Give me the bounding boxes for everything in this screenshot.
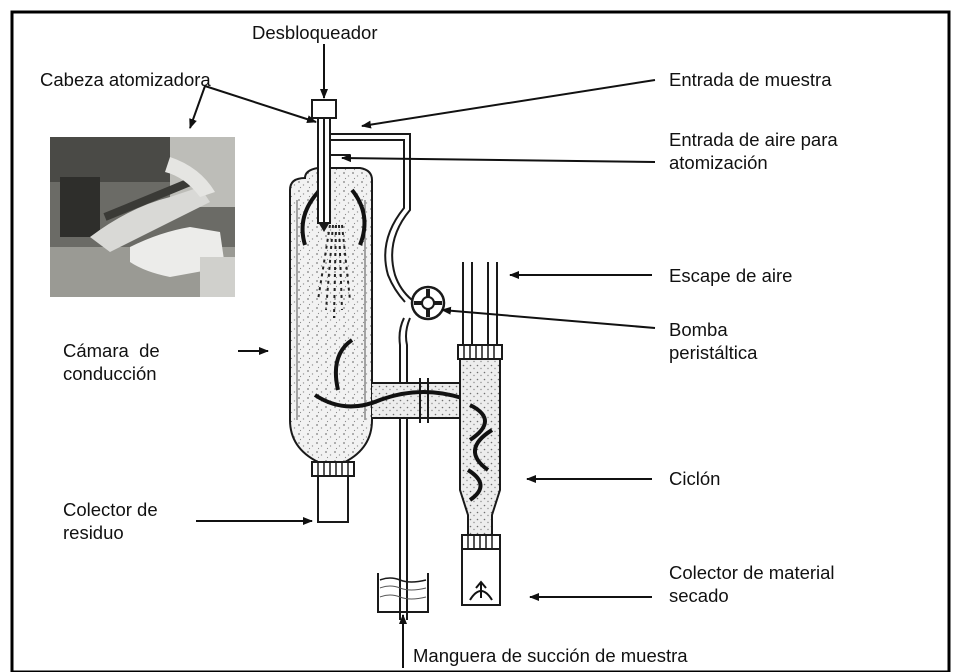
pointer-arrows	[190, 80, 655, 668]
sample-beaker	[378, 573, 428, 612]
label-bomba-2: peristáltica	[669, 341, 757, 364]
label-ciclon: Ciclón	[669, 467, 720, 490]
label-colector-material-2: secado	[669, 584, 729, 607]
label-bomba-1: Bomba	[669, 318, 728, 341]
label-manguera: Manguera de succión de muestra	[413, 644, 688, 667]
label-cabeza-atomizadora: Cabeza atomizadora	[40, 68, 211, 91]
atomizer-photo	[50, 137, 235, 297]
label-camara-1: Cámara de	[63, 339, 160, 362]
label-colector-material-1: Colector de material	[669, 561, 835, 584]
label-colector-residuo-1: Colector de	[63, 498, 158, 521]
label-colector-residuo-2: residuo	[63, 521, 124, 544]
peristaltic-pump	[412, 287, 444, 319]
label-entrada-aire-1: Entrada de aire para	[669, 128, 838, 151]
label-desbloqueador: Desbloqueador	[252, 21, 377, 44]
label-escape-aire: Escape de aire	[669, 264, 792, 287]
label-entrada-muestra: Entrada de muestra	[669, 68, 831, 91]
label-camara-2: conducción	[63, 362, 157, 385]
label-entrada-aire-2: atomización	[669, 151, 768, 174]
